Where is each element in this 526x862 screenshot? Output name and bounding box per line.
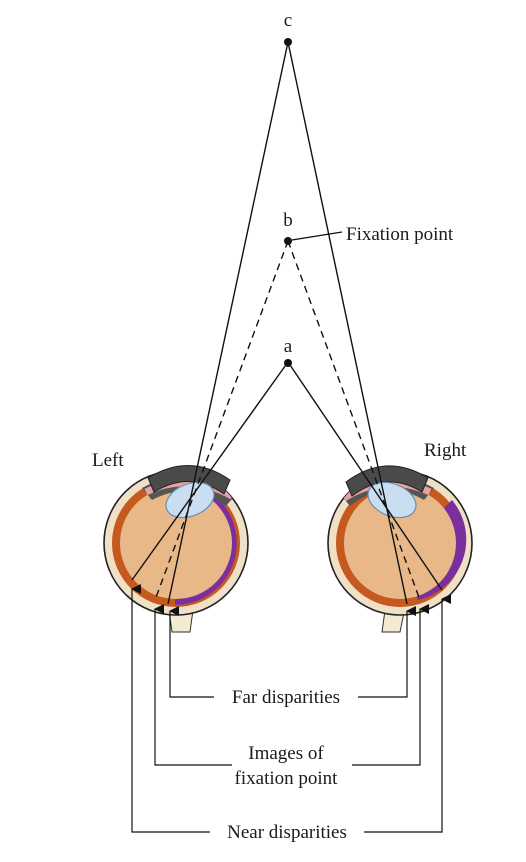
point-a-dot [284,359,292,367]
near-disparities-callout: Near disparities [131,584,451,843]
near-disparities-label: Near disparities [227,822,347,843]
fixation-point-leader [291,231,343,241]
ray-b-right [287,240,421,601]
images-of-fixation-callout: Images of fixation point [154,604,429,789]
light-rays [131,41,443,605]
far-disparities-label: Far disparities [232,687,340,708]
point-b-label: b [283,210,293,231]
left-eye [103,465,249,633]
left-vitreous [120,487,232,599]
ray-a-right [287,361,443,591]
images-of-fixation-label-line1: Images of [248,743,324,764]
right-eye [327,465,473,633]
point-a-label: a [284,336,293,357]
point-c-label: c [284,10,292,31]
far-disparities-callout: Far disparities [169,606,416,708]
point-c-dot [284,38,292,46]
ray-c-right [287,41,408,605]
images-of-fixation-label-line2: fixation point [235,768,339,789]
right-vitreous [344,487,456,599]
fixation-point-label: Fixation point [346,224,454,245]
ray-b-left [154,240,289,601]
target-points: c b a [283,10,293,367]
right-eye-label: Right [424,440,467,461]
ray-a-left [131,361,289,581]
ray-c-left [167,41,289,605]
left-eye-label: Left [92,450,124,471]
point-b-dot [284,237,292,245]
